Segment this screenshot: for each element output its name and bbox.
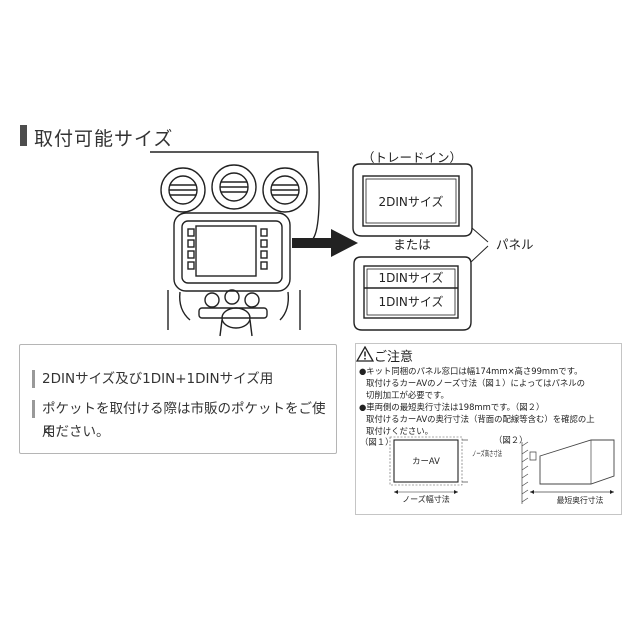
info-item-size: 2DINサイズ及び1DIN+1DINサイズ用 [42, 371, 274, 387]
fig2-depth: 最短奥行寸法 [557, 495, 604, 505]
caution-line: 取付けください。 [366, 426, 433, 436]
info-item-pocket-cont: ください。 [42, 424, 110, 440]
din1-bottom-label: 1DINサイズ [378, 294, 443, 309]
caution-heading: ご注意 [374, 350, 414, 365]
caution-line: 取付けるカーAVの奥行寸法（背面の配線等含む）を確認の上 [366, 414, 595, 424]
caution-line: ●車両側の最短奥行寸法は198mmです。（図２） [359, 402, 545, 412]
fig1-nose-height: ノーズ高さ寸法 [472, 448, 502, 458]
fig1-label: （図１） [360, 437, 394, 447]
info-item-pocket: ポケットを取付ける際は市販のポケットをご使用 [42, 401, 326, 440]
caution-figures: （図１） カーAV ノーズ高さ寸法 ノーズ幅寸法 （図２） 最短奥行寸法 [360, 435, 615, 505]
arrow-shaft [292, 238, 332, 248]
page-title: 取付可能サイズ [34, 128, 174, 150]
din2-label: 2DINサイズ [378, 194, 443, 209]
dashboard-illustration: （トレードイン） 2DINサイズ または 1DINサイズ 1DINサイズ パネル [150, 150, 534, 337]
fig1-nose-width: ノーズ幅寸法 [402, 494, 450, 504]
fig1-device: カーAV [412, 456, 440, 466]
tradein-label: （トレードイン） [362, 150, 462, 165]
din1-top-label: 1DINサイズ [378, 270, 443, 285]
caution-line: 取付けるカーAVのノーズ寸法（図１）によってはパネルの [366, 378, 586, 388]
fig2-label: （図２） [494, 435, 528, 445]
caution-line: ●キット同梱のパネル窓口は幅174mm×高さ99mmです。 [359, 366, 583, 376]
bullet-marker [32, 400, 35, 418]
or-label: または [393, 237, 431, 252]
caution-box [355, 343, 622, 515]
car-av-box [393, 439, 459, 483]
info-box: 2DINサイズ及び1DIN+1DINサイズ用 ポケットを取付ける際は市販のポケッ… [19, 344, 337, 454]
caution-line: 切削加工が必要です。 [366, 390, 449, 400]
title-accent-bar [20, 125, 27, 146]
arrow-head [331, 229, 358, 257]
bullet-marker [32, 370, 35, 388]
warning-icon [356, 346, 374, 362]
panel-label: パネル [496, 237, 534, 252]
